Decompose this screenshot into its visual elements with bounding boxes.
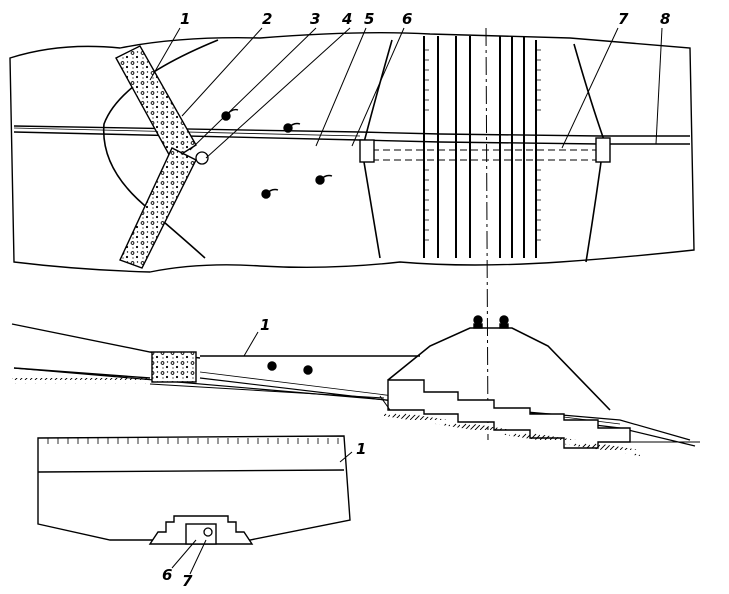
pipe-opening — [185, 523, 217, 545]
label-top-6: 6 — [402, 10, 413, 28]
label-top-8: 8 — [660, 10, 671, 28]
front-ticks — [47, 438, 339, 444]
label-front-7: 7 — [182, 572, 193, 590]
foundation — [387, 379, 631, 449]
ground-hatch — [12, 378, 150, 384]
label-top-4: 4 — [342, 10, 353, 28]
flow-marks — [221, 108, 333, 199]
leader-line — [243, 331, 259, 357]
headwall-lower-wing — [119, 147, 197, 269]
label-front-1: 1 — [356, 440, 367, 458]
head-box-right — [595, 137, 611, 163]
leader-lines — [149, 27, 663, 159]
label-section-1: 1 — [260, 316, 271, 334]
rails — [473, 315, 509, 329]
label-top-2: 2 — [262, 10, 273, 28]
pipe-circle — [203, 527, 213, 537]
label-top-3: 3 — [310, 10, 321, 28]
leader-line — [171, 539, 197, 569]
section-headwall — [151, 351, 197, 383]
ground-hatch — [384, 410, 640, 456]
leader-line — [339, 451, 353, 463]
headwall-upper-wing — [115, 45, 197, 161]
centerline — [485, 27, 489, 441]
flow-marks — [267, 361, 313, 375]
label-front-6: 6 — [162, 566, 173, 584]
track-verticals — [423, 36, 537, 258]
pipe-line — [13, 131, 690, 145]
pipe-line — [13, 125, 690, 137]
leader-line — [189, 539, 207, 575]
head-box-left — [359, 139, 375, 163]
plan-outline — [9, 31, 695, 273]
label-top-1: 1 — [180, 10, 191, 28]
embankment — [387, 327, 611, 411]
plan-view — [9, 27, 695, 441]
pipe-inlet-circle — [195, 151, 209, 165]
label-top-7: 7 — [618, 10, 629, 28]
front-view — [37, 435, 353, 575]
pipe-slope — [13, 367, 691, 441]
label-top-5: 5 — [364, 10, 375, 28]
tick-marks — [424, 49, 541, 241]
section-view — [11, 315, 700, 456]
front-cap-line — [37, 469, 345, 473]
